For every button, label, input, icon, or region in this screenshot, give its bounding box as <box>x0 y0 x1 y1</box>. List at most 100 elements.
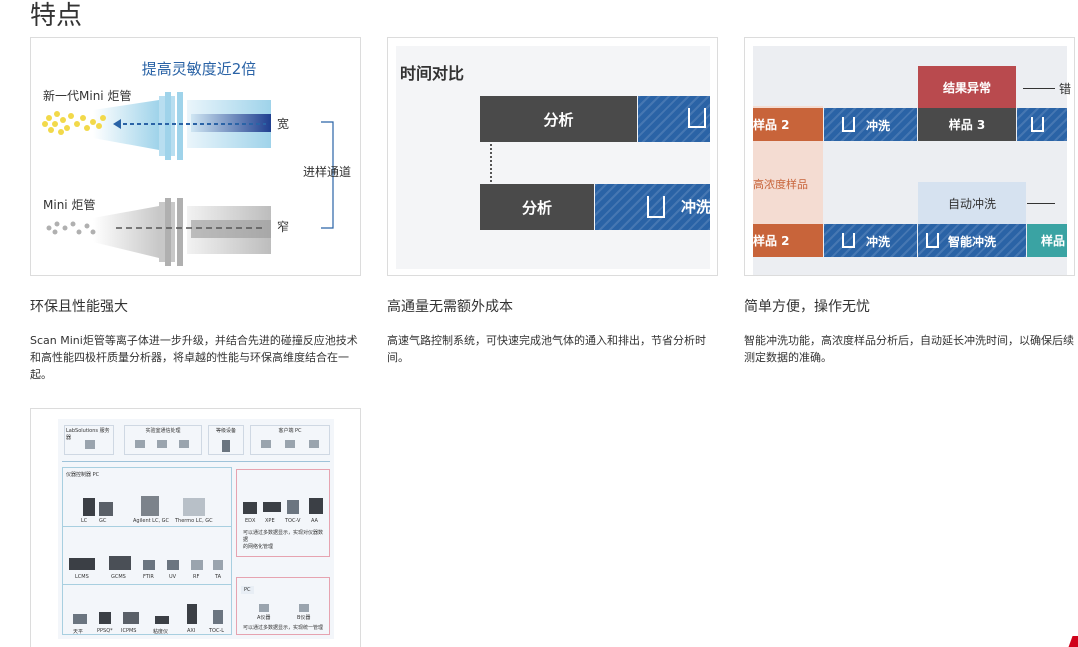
row2-gcms: GCMS <box>111 574 126 580</box>
instrument-icon <box>213 560 223 570</box>
beaker-icon <box>688 108 706 128</box>
row3-ppsq: PPSQ* <box>97 628 113 634</box>
instrument-icon <box>123 612 139 624</box>
pc-label: PC <box>241 586 254 594</box>
right-edx: EDX <box>245 518 256 524</box>
instrument-icon <box>73 614 87 624</box>
right-note-line-2: 的网络化管理 <box>243 544 274 550</box>
high-conc-label: 高浓度样品 <box>753 178 808 191</box>
beaker-icon <box>926 233 939 248</box>
wash-box: 冲洗 <box>824 108 917 141</box>
wash-label: 冲洗 <box>866 119 891 133</box>
smart-wash-label: 智能冲洗 <box>948 235 997 249</box>
feature-desc-3: 智能冲洗功能，高浓度样品分析后，自动延长冲洗时间，以确保后续测定数据的准确。 <box>744 334 1074 364</box>
beaker-icon <box>842 233 855 248</box>
row2-uv: UV <box>169 574 177 580</box>
wash-bar-1 <box>638 96 710 142</box>
smart-wash-bg: 结果异常 错 样品 2 冲洗 样品 3 高浓度样品 自动冲洗 样品 2 冲洗 智… <box>753 46 1071 275</box>
instrument-icon <box>69 558 95 570</box>
wash-bar-2: 冲洗 <box>595 184 712 230</box>
right-toc: TOC-V <box>285 518 301 524</box>
torch-label-new: 新一代Mini 炬管 <box>43 88 131 103</box>
row2-ta: TA <box>215 574 222 580</box>
wash-box-edge <box>1017 108 1067 141</box>
row2-ftir: FTIR <box>143 574 154 580</box>
row1-agilent: Agilent LC, GC <box>133 518 169 524</box>
feature-desc-2: 高速气路控制系统，可快速完成池气体的通入和排出，节省分析时间。 <box>387 334 706 364</box>
pointer-line <box>1027 203 1055 204</box>
instrument-icon <box>263 502 281 512</box>
device-label: 等级设备 <box>215 428 236 434</box>
right-group-2: PC A仪器 B仪器 可以通过多数据显示，实现统一管理 <box>236 577 330 635</box>
monitor-icon <box>285 440 295 448</box>
device-icon <box>222 440 230 452</box>
group-line <box>63 526 231 527</box>
instrument-icon <box>109 556 131 570</box>
monitor-icon <box>261 440 271 448</box>
torch-narrow-label: 窄 <box>277 219 289 234</box>
feature-title-1: 环保且性能强大 <box>30 299 128 315</box>
row2-rf: RF <box>193 574 200 580</box>
beaker-icon <box>1031 117 1044 132</box>
row1-gc: GC <box>99 518 107 524</box>
monitor-icon <box>85 440 95 449</box>
sample-2-box: 样品 2 <box>753 108 823 141</box>
torch-label-old: Mini 炬管 <box>43 197 95 212</box>
instrument-icon <box>155 616 169 624</box>
device-box: 等级设备 <box>208 425 244 455</box>
feature-title-3: 简单方便，操作无忧 <box>744 299 870 315</box>
network-line <box>62 461 330 462</box>
network-diagram: LabSolutions 服务器 实验室通信处理 等级设备 客户端 PC 仪器控… <box>58 419 334 639</box>
wash-label: 冲洗 <box>866 235 891 249</box>
row3-icpms: ICPMS <box>121 628 137 634</box>
feature-image-smart-wash: 结果异常 错 样品 2 冲洗 样品 3 高浓度样品 自动冲洗 样品 2 冲洗 智… <box>744 37 1075 276</box>
torch-diagram: 提高灵敏度近2倍 新一代Mini 炬管 宽 进样通道 Mini 炬管 <box>42 60 351 266</box>
monitor-icon <box>309 440 319 448</box>
group-line <box>63 584 231 585</box>
sample-teal-box: 样品 <box>1027 224 1067 257</box>
pc-note: 可以通过多数据显示，实现统一管理 <box>243 625 324 631</box>
left-header: 仪器控制器 PC <box>66 472 100 478</box>
auto-wash-box: 自动冲洗 <box>918 182 1026 224</box>
torch-heading: 提高灵敏度近2倍 <box>142 60 257 78</box>
feature-image-torch: 提高灵敏度近2倍 新一代Mini 炬管 宽 进样通道 Mini 炬管 <box>30 37 361 276</box>
beaker-icon <box>842 117 855 132</box>
pointer-line <box>1023 88 1055 89</box>
right-group-1: EDX XPE TOC-V AA 可以通过多数据显示，实现对仪器数据 的网络化管… <box>236 469 330 557</box>
divider-dotted <box>490 144 492 186</box>
instrument-icon <box>287 500 299 514</box>
time-compare-heading: 时间对比 <box>400 64 465 83</box>
monitor-icon <box>259 604 269 612</box>
row3-axi: AXI <box>187 628 196 634</box>
client-box: 客户端 PC <box>250 425 330 455</box>
analysis-bar-2: 分析 <box>480 184 594 230</box>
sample-2-label: 样品 2 <box>753 118 790 132</box>
sample-3-box: 样品 3 <box>918 108 1016 141</box>
instrument-icon <box>167 560 179 570</box>
row1-lc: LC <box>81 518 88 524</box>
wash-label: 冲洗 <box>681 198 712 216</box>
server-label: LabSolutions 服务器 <box>66 428 110 441</box>
beaker-icon <box>647 196 665 218</box>
server-box: LabSolutions 服务器 <box>64 425 114 455</box>
instrument-icon <box>141 496 159 516</box>
lab-comm-label: 实验室通信处理 <box>145 428 181 434</box>
right-aa: AA <box>311 518 318 524</box>
instrument-icon <box>99 612 111 624</box>
instrument-icon <box>309 498 323 514</box>
torch-wide-label: 宽 <box>277 116 289 131</box>
pc-item-a: A仪器 <box>257 615 271 621</box>
instrument-icon <box>213 610 223 624</box>
right-xpe: XPE <box>265 518 275 524</box>
instrument-icon <box>83 498 95 516</box>
analysis-bar-1: 分析 <box>480 96 637 142</box>
sample-2-box: 样品 2 <box>753 224 823 257</box>
client-label: 客户端 PC <box>278 428 302 434</box>
smart-wash-box: 智能冲洗 <box>918 224 1026 257</box>
monitor-icon <box>179 440 189 448</box>
instrument-icon <box>99 502 113 516</box>
feature-desc-1: Scan Mini炬管等离子体进一步升级，并结合先进的碰撞反应池技术和高性能四极… <box>30 334 358 381</box>
row3-viscometer: 粘度仪 <box>153 629 169 635</box>
instrument-icon <box>243 502 257 514</box>
instrument-icon <box>187 604 197 624</box>
